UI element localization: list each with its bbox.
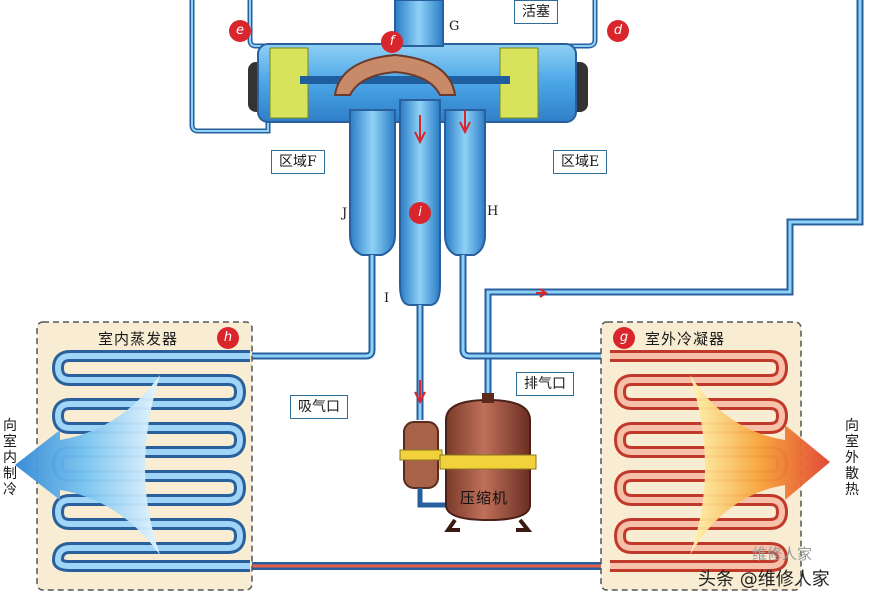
marker-i: i bbox=[409, 202, 431, 224]
indoor-evaporator-title: 室内蒸发器 bbox=[98, 330, 179, 348]
port-h-label: H bbox=[487, 204, 499, 219]
marker-h: h bbox=[217, 327, 239, 349]
outdoor-return-line bbox=[484, 0, 864, 395]
watermark-faint: 维修人家 bbox=[752, 545, 813, 563]
marker-d: d bbox=[607, 20, 629, 42]
marker-e: e bbox=[229, 20, 251, 42]
discharge-port-label: 排气口 bbox=[516, 372, 574, 396]
port-g-label: G bbox=[449, 19, 460, 34]
outdoor-condenser bbox=[600, 321, 830, 591]
port-j-label: J bbox=[342, 206, 348, 221]
watermark: 头条 @维修人家 bbox=[698, 569, 830, 590]
refrigerant-lines bbox=[250, 255, 610, 570]
to-outdoor-heat-text: 向室外散热 bbox=[845, 418, 859, 498]
to-indoor-cooling-text: 向室内制冷 bbox=[3, 418, 17, 498]
piston-label: 活塞 bbox=[514, 0, 558, 24]
suction-port-label: 吸气口 bbox=[290, 395, 348, 419]
outdoor-condenser-title: 室外冷凝器 bbox=[645, 330, 726, 348]
valve-body bbox=[248, 0, 588, 123]
compressor-label: 压缩机 bbox=[460, 489, 509, 507]
zone-e-label: 区域E bbox=[553, 150, 608, 174]
indoor-evaporator bbox=[15, 321, 253, 591]
marker-f: f bbox=[381, 31, 403, 53]
flow-arrows bbox=[414, 110, 548, 405]
port-i-label: I bbox=[384, 291, 390, 306]
marker-g: g bbox=[613, 327, 635, 349]
zone-f-label: 区域F bbox=[271, 150, 325, 174]
compressor bbox=[399, 393, 537, 532]
